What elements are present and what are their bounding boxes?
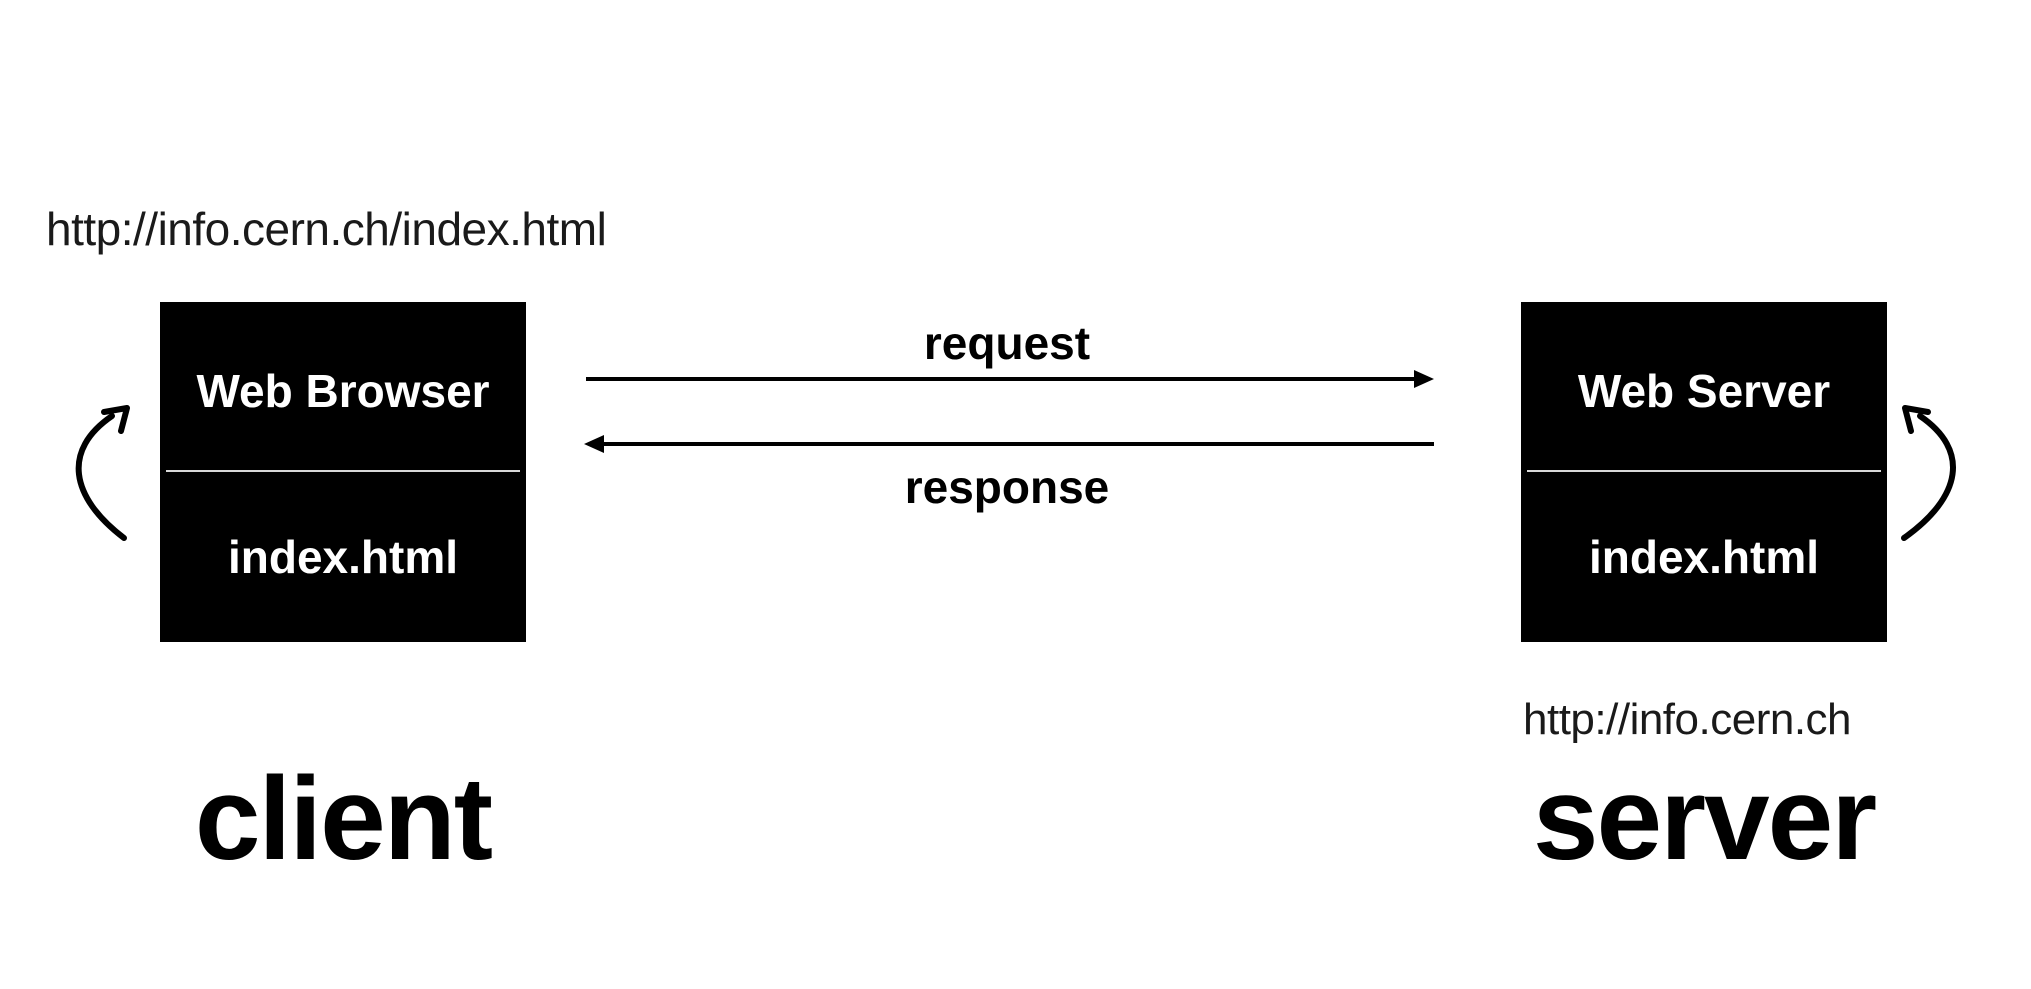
- client-file-label: index.html: [227, 531, 459, 583]
- server-file-label: index.html: [1588, 531, 1820, 583]
- response-arrow: [584, 435, 1434, 453]
- web-server-box: Web Server index.html: [1521, 302, 1887, 642]
- web-browser-title: Web Browser: [196, 365, 490, 417]
- response-label: response: [904, 461, 1110, 513]
- box-divider: [1527, 470, 1881, 472]
- request-arrow: [586, 370, 1434, 388]
- request-label: request: [923, 317, 1091, 369]
- server-label: server: [1532, 753, 1877, 885]
- web-server-title: Web Server: [1577, 365, 1831, 417]
- web-browser-box: Web Browser index.html: [160, 302, 526, 642]
- client-url: http://info.cern.ch/index.html: [46, 203, 607, 255]
- server-url: http://info.cern.ch: [1523, 695, 1852, 744]
- curved-arrow-icon: [1901, 405, 1956, 541]
- curved-arrow-icon: [75, 405, 130, 541]
- client-label: client: [194, 753, 493, 885]
- box-divider: [166, 470, 520, 472]
